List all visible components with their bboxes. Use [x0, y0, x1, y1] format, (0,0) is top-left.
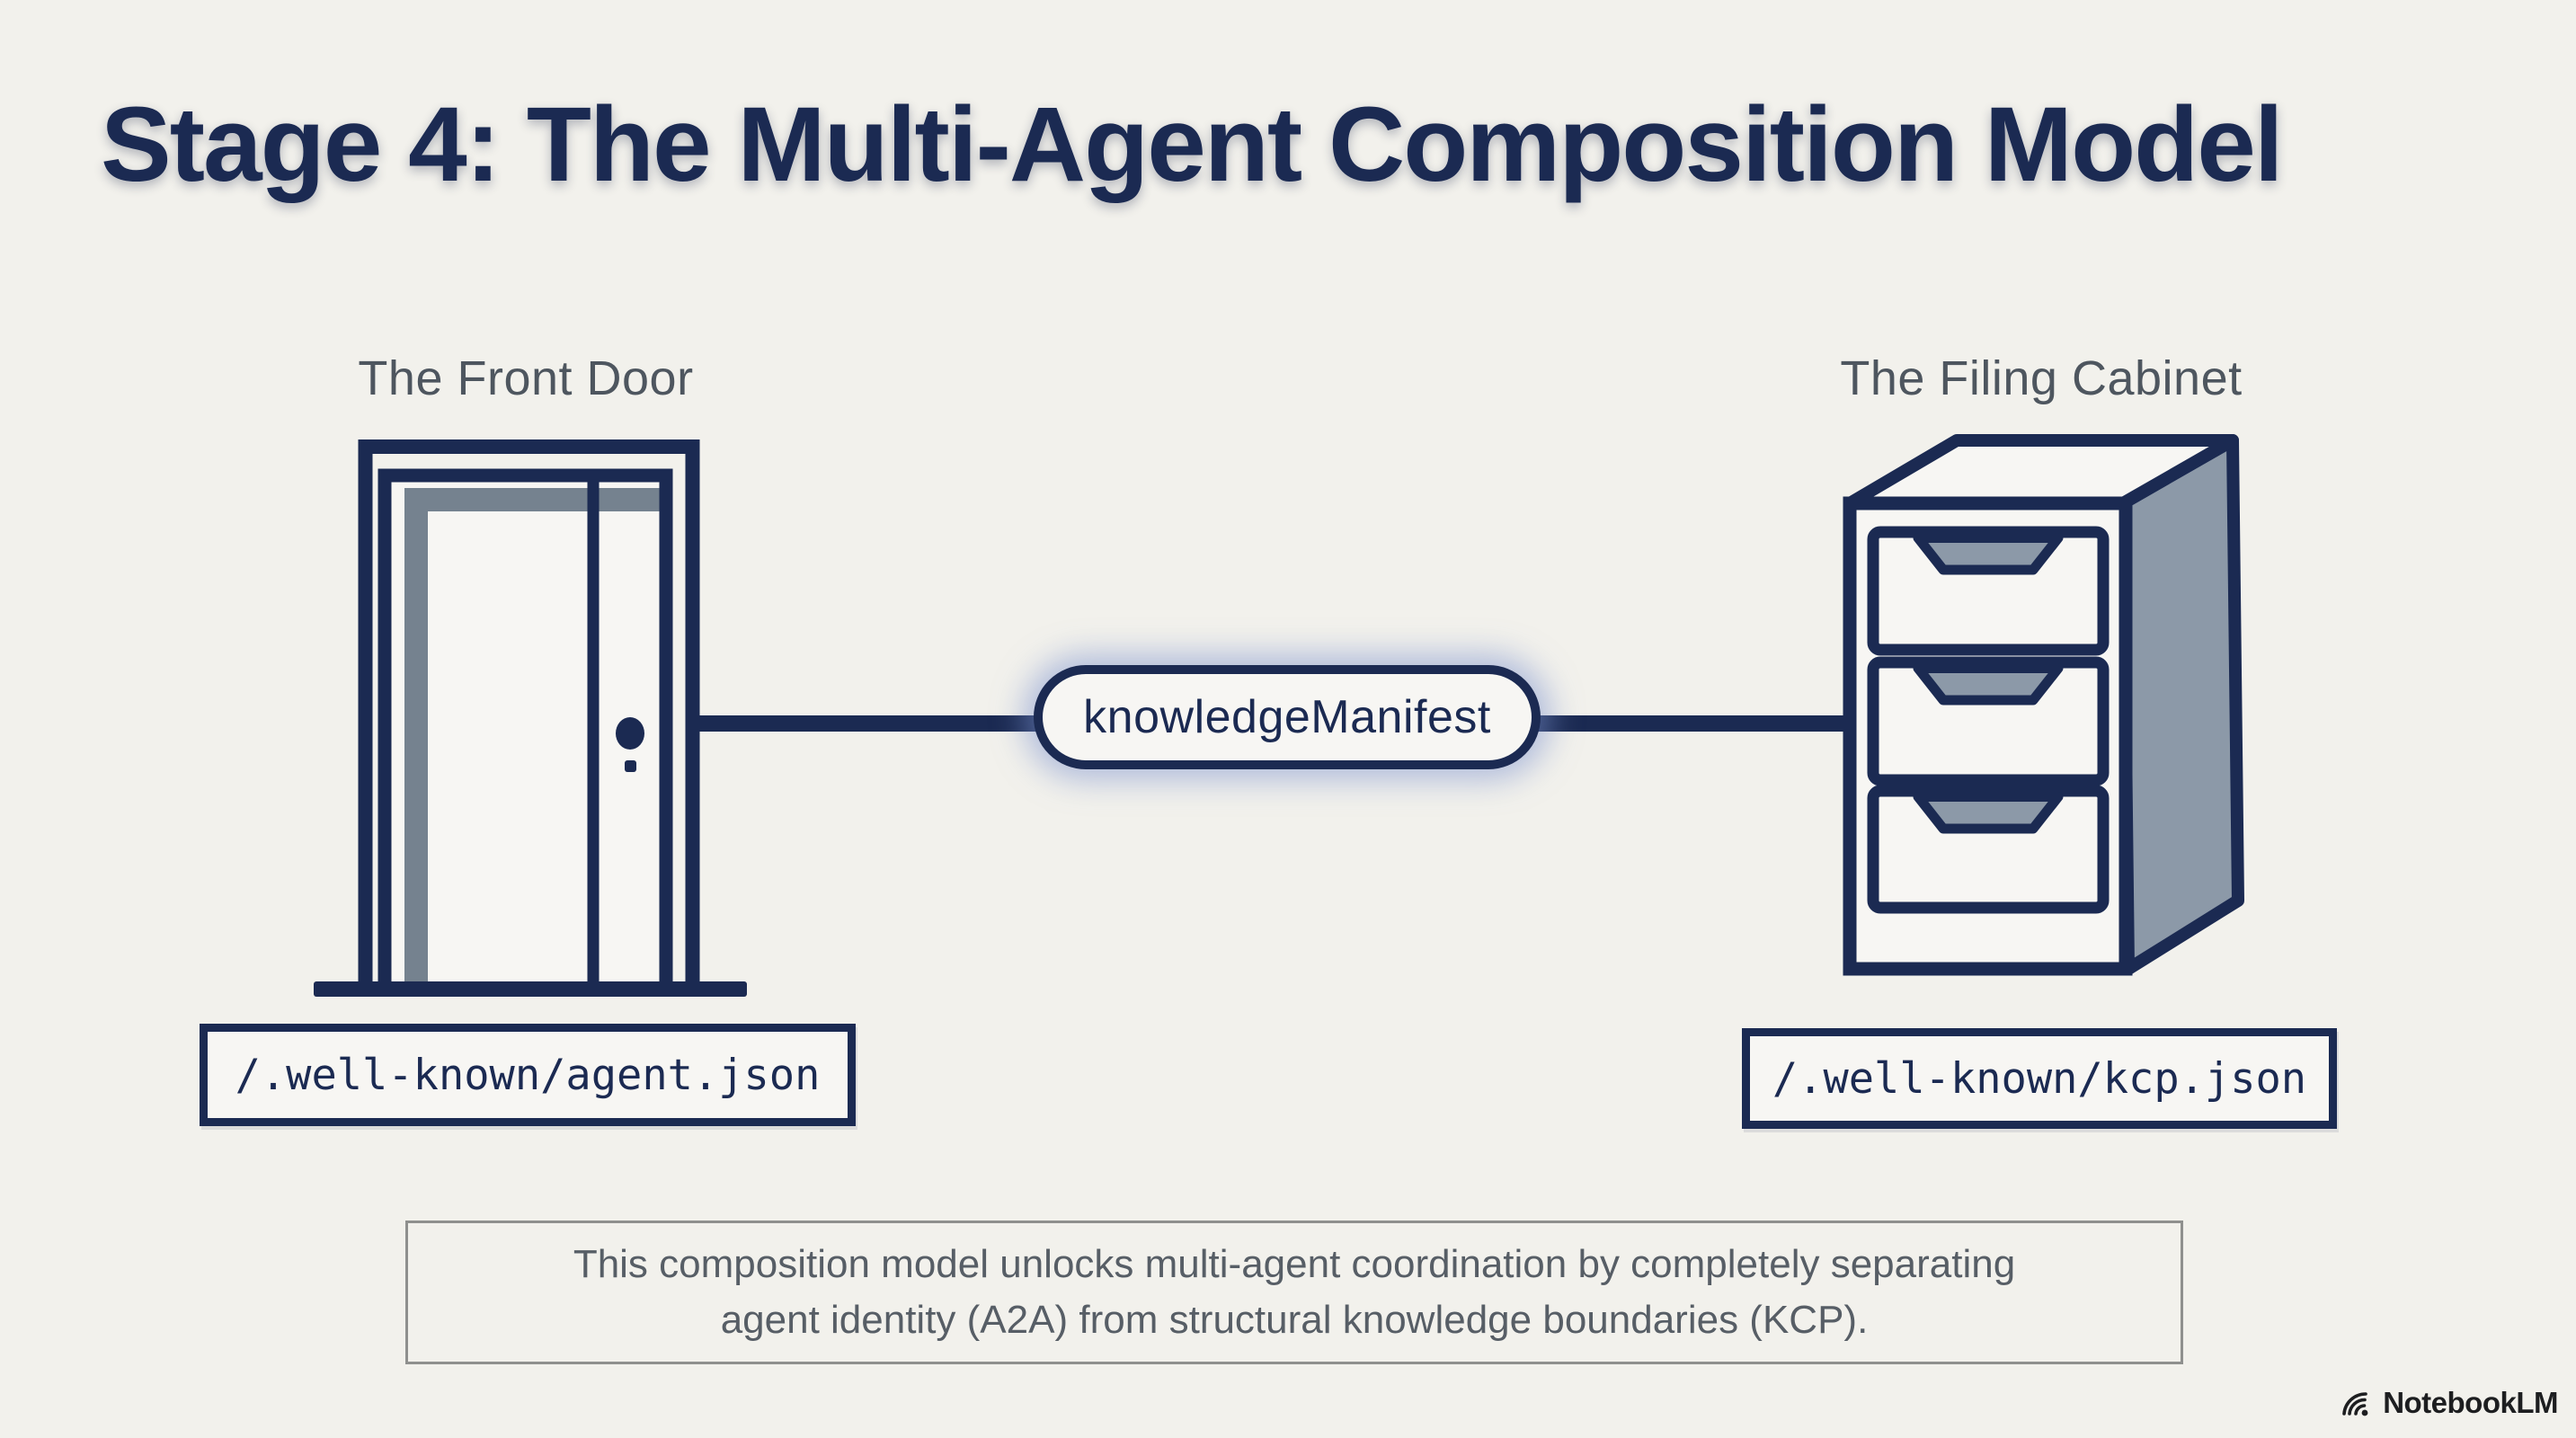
filing-cabinet-illustration: [1843, 434, 2244, 976]
filing-cabinet-label: The Filing Cabinet: [1840, 351, 2243, 405]
door-keyhole-dot: [625, 760, 636, 772]
drawer-handle: [1913, 792, 2064, 834]
cabinet-side-panel: [2117, 434, 2244, 975]
door-floor-line: [314, 981, 747, 997]
door-frame: [358, 439, 700, 989]
door-leaf-outline: [378, 468, 673, 981]
agent-json-path: /.well-known/agent.json: [235, 1050, 821, 1100]
drawer-handle: [1913, 533, 2064, 575]
front-door-label: The Front Door: [358, 351, 694, 405]
page-title: Stage 4: The Multi-Agent Composition Mod…: [101, 85, 2284, 204]
caption-line-1: This composition model unlocks multi-age…: [573, 1242, 2016, 1286]
notebooklm-logo: NotebookLM: [2341, 1386, 2558, 1420]
knowledge-manifest-pill: knowledgeManifest: [1034, 665, 1541, 769]
knowledge-manifest-label: knowledgeManifest: [1083, 691, 1491, 743]
drawer-handle: [1913, 663, 2064, 706]
door-divider: [587, 469, 600, 981]
kcp-json-box: /.well-known/kcp.json: [1742, 1028, 2337, 1129]
kcp-json-path: /.well-known/kcp.json: [1772, 1053, 2307, 1104]
door-knob-icon: [616, 717, 644, 750]
agent-json-box: /.well-known/agent.json: [200, 1024, 856, 1126]
front-door-illustration: [314, 439, 747, 997]
caption-line-2: agent identity (A2A) from structural kno…: [720, 1298, 1869, 1342]
notebooklm-icon: [2342, 1392, 2368, 1416]
notebooklm-wordmark: NotebookLM: [2383, 1386, 2558, 1419]
caption-box: This composition model unlocks multi-age…: [405, 1221, 2183, 1364]
